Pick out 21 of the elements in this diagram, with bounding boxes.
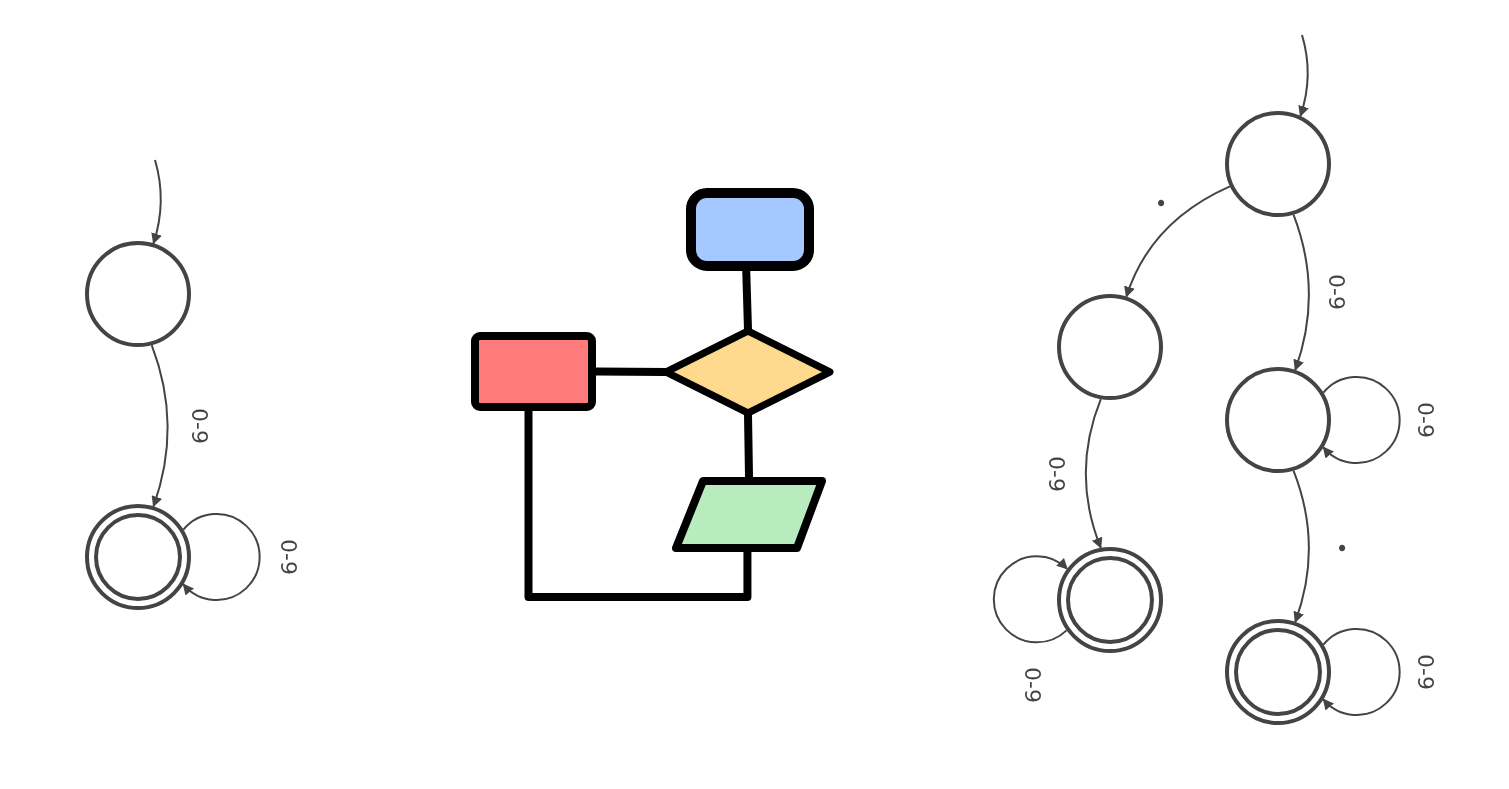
transition-arrow	[150, 344, 169, 508]
transition-arrow	[992, 555, 1069, 644]
accepting-state-circle	[1225, 619, 1331, 725]
transition-arrow	[1084, 398, 1103, 549]
accepting-state-circle	[1057, 547, 1163, 653]
accepting-state-circle	[85, 504, 191, 610]
transition-arrow	[1292, 213, 1310, 371]
transition-arrow	[1124, 185, 1231, 298]
transition-arrow	[1298, 34, 1309, 117]
data-parallelogram	[671, 476, 827, 553]
transition-arrow	[151, 159, 162, 245]
state-circle	[1057, 294, 1163, 400]
state-circle	[1225, 367, 1331, 473]
transition-arrow	[182, 513, 261, 601]
transition-arrow	[1292, 469, 1310, 623]
terminal-box	[687, 189, 813, 270]
state-circle	[85, 241, 191, 347]
state-circle	[1225, 111, 1331, 217]
transition-arrow	[1322, 376, 1401, 464]
process-box	[471, 332, 596, 411]
transition-arrow	[1322, 628, 1401, 716]
